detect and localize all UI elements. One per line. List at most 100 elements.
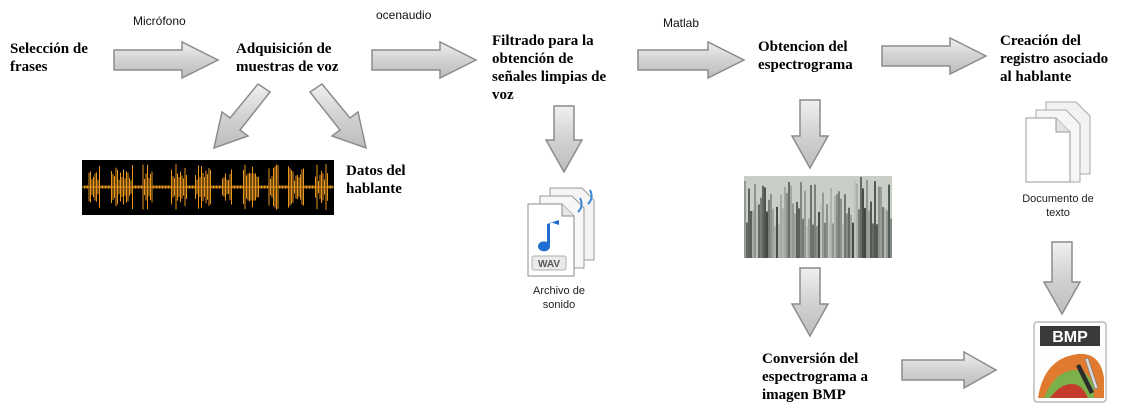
waveform-sample	[121, 177, 123, 197]
spectrogram-column	[770, 193, 772, 258]
arrow-documento-to-bmp	[1042, 241, 1082, 316]
waveform-sample	[85, 185, 87, 189]
waveform-sample	[229, 173, 231, 201]
spectrogram-column	[844, 194, 846, 258]
waveform-sample	[150, 173, 151, 201]
waveform-sample	[280, 185, 282, 189]
spectrogram-column	[818, 211, 820, 258]
spectrogram-column	[752, 210, 754, 258]
spectrogram-column	[786, 193, 788, 258]
waveform-sample	[258, 176, 259, 198]
waveform-sample	[138, 185, 139, 189]
waveform-sample	[303, 168, 304, 206]
waveform-sample	[109, 185, 111, 189]
spectrogram-column	[756, 201, 758, 258]
step-creacion-registro: Creación del registro asociado al hablan…	[1000, 33, 1109, 85]
waveform-sample	[265, 185, 267, 189]
waveform-sample	[291, 170, 292, 204]
waveform-sample	[222, 178, 223, 196]
spectrogram-column	[850, 214, 852, 258]
waveform-sample	[124, 178, 126, 196]
waveform-sample	[84, 185, 85, 189]
waveform-sample	[289, 168, 291, 206]
tool-ocenaudio: ocenaudio	[376, 8, 432, 22]
spectrogram-image	[744, 176, 892, 258]
spectrogram-column	[800, 182, 802, 258]
waveform-sample	[328, 185, 330, 189]
spectrogram-column	[804, 190, 806, 258]
waveform-sample	[252, 166, 253, 208]
arrow-espectrograma-to-image	[790, 99, 830, 170]
bmp-label: BMP	[1052, 329, 1088, 346]
spectrogram-column	[828, 223, 830, 258]
waveform-sample	[250, 173, 252, 201]
waveform-sample	[108, 185, 109, 189]
spectrogram-column	[822, 192, 824, 258]
waveform-sample	[97, 179, 99, 195]
waveform-sample	[228, 180, 229, 194]
step-obtencion-espectrograma: Obtencion del espectrograma	[758, 39, 853, 73]
spectrogram-column	[874, 181, 876, 258]
spectrogram-column	[884, 208, 886, 258]
arrow-adquisicion-to-waveform	[212, 82, 272, 150]
waveform-sample	[127, 172, 129, 202]
arrow-filtrado-to-wav	[544, 105, 584, 174]
waveform-sample	[147, 164, 148, 210]
waveform-sample	[247, 173, 249, 201]
waveform-sample	[118, 179, 120, 195]
waveform-sample	[205, 170, 207, 204]
waveform-sample	[223, 177, 225, 197]
spectrogram-column	[802, 218, 804, 258]
spectrogram-column	[774, 226, 776, 258]
waveform-sample	[183, 178, 184, 196]
waveform-sample	[315, 176, 316, 198]
spectrogram-column	[868, 210, 870, 258]
waveform-sample	[199, 176, 201, 198]
spectrogram-column	[766, 211, 768, 258]
arrow-espectrograma-to-registro	[881, 36, 988, 76]
waveform-sample	[91, 179, 93, 195]
waveform-sample	[211, 185, 213, 189]
spectrogram-column	[878, 186, 880, 258]
waveform-sample	[153, 185, 154, 189]
step-adquisicion-muestras: Adquisición de muestras de voz	[236, 41, 339, 75]
spectrogram-column	[780, 194, 782, 258]
spectrogram-column	[820, 202, 822, 258]
spectrogram-column	[864, 208, 866, 258]
bmp-file-icon: BMP	[1033, 321, 1107, 403]
waveform-sample	[172, 176, 174, 198]
waveform-sample	[294, 180, 295, 194]
spectrogram-column	[768, 199, 770, 258]
waveform-sample	[145, 173, 147, 201]
waveform-sample	[133, 185, 135, 189]
spectrogram-column	[872, 223, 874, 258]
waveform-sample	[169, 185, 171, 189]
waveform-sample	[115, 167, 117, 207]
spectrogram-column	[890, 218, 892, 258]
arrow-image-to-conversion	[790, 267, 830, 338]
spectrogram-column	[882, 207, 884, 258]
spectrogram-column	[748, 188, 750, 258]
waveform-sample	[246, 175, 247, 199]
spectrogram-column	[854, 180, 856, 258]
waveform-sample	[277, 165, 279, 209]
waveform-sample	[166, 185, 168, 189]
spectrogram-column	[806, 226, 808, 258]
waveform-sample	[325, 164, 327, 210]
waveform-sample	[330, 185, 331, 189]
waveform-sample	[112, 174, 114, 200]
waveform-sample	[192, 185, 193, 189]
waveform-sample	[316, 164, 318, 210]
waveform-sample	[279, 185, 280, 189]
waveform-sample	[319, 174, 321, 200]
spectrogram-column	[862, 188, 864, 258]
waveform-sample	[261, 185, 262, 189]
waveform-sample	[243, 170, 244, 204]
waveform-sample	[297, 174, 298, 200]
spectrogram-column	[744, 180, 746, 258]
spectrogram-column	[830, 187, 832, 258]
waveform-sample	[210, 169, 211, 205]
spectrogram-column	[856, 184, 858, 258]
spectrogram-column	[772, 208, 774, 258]
waveform-sample	[195, 175, 196, 199]
